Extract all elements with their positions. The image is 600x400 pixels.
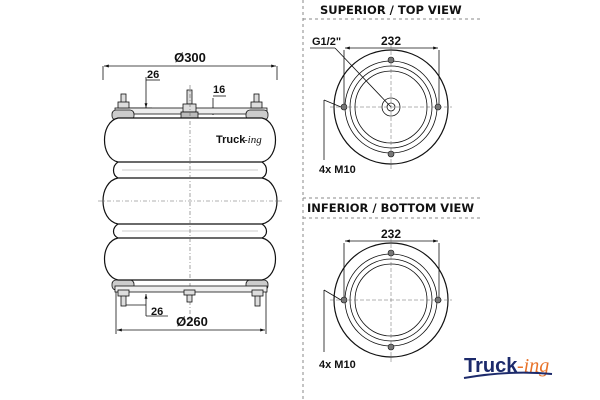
port-label: G1/2" [312,36,341,48]
bottom-center-lines [330,238,452,362]
bottom-bolt-holes [340,249,442,351]
port-callout: G1/2" [310,36,392,108]
top-center-lines [330,45,452,170]
dim-top-diameter: Ø300 [102,50,278,80]
dim-top-height-label: 26 [147,69,159,81]
center-lines [98,85,282,320]
bottom-dim-bolt-circle: 232 [343,227,440,300]
brand-logo: Truck -ing [463,355,553,379]
bottom-view-title: INFERIOR / BOTTOM VIEW [307,201,474,215]
top-dim-bolt-circle: 232 [343,34,440,105]
bottom-studs [117,289,264,307]
dim-bottom-diameter: Ø260 [115,292,267,334]
dim-bottom-diameter-label: Ø260 [176,314,208,329]
side-view: Ø300 26 16 [98,50,282,334]
divider-lines [302,0,480,400]
top-dim-label: 232 [381,34,401,48]
bottom-bolt-label: 4x M10 [319,359,356,371]
dim-bottom-height-label: 26 [151,306,163,318]
top-bolt-label: 4x M10 [319,164,356,176]
top-view-title: SUPERIOR / TOP VIEW [320,3,462,17]
dim-center-offset-label: 16 [213,84,225,96]
top-view: SUPERIOR / TOP VIEW 232 G1/2" [310,3,462,176]
top-bolt-holes [340,56,442,158]
brand-logo-suffix: -ing [517,355,549,377]
brand-swoosh [463,371,553,379]
bottom-view: INFERIOR / BOTTOM VIEW 232 4x M10 [307,201,474,371]
bottom-dim-label: 232 [381,227,401,241]
brand-logo-main: Truck [464,355,518,377]
side-logo: Truck -ing [216,134,262,146]
side-logo-suffix: -ing [244,134,262,146]
dim-top-diameter-label: Ø300 [174,50,206,65]
side-logo-main: Truck [216,134,246,146]
dim-bottom-height: 26 [126,294,168,318]
